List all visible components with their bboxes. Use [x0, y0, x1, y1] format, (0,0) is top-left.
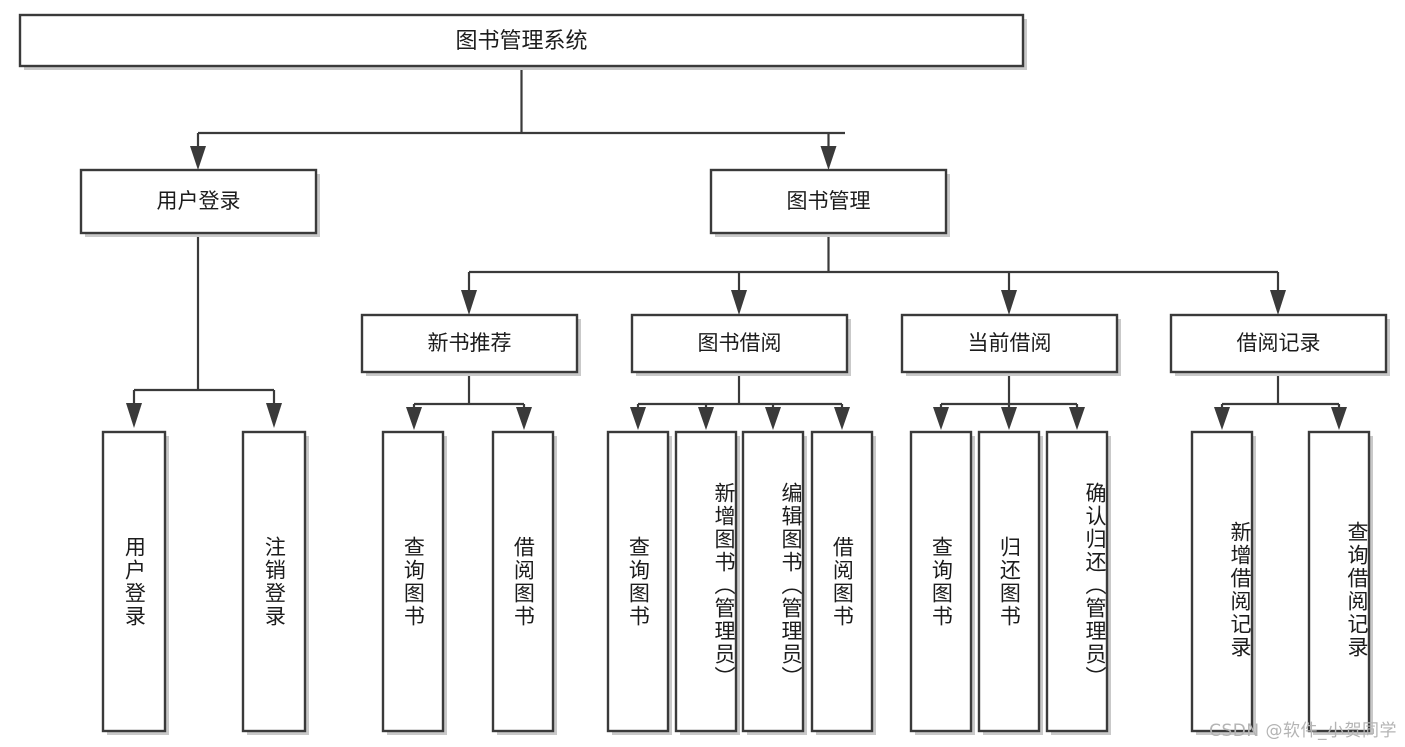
- node-book-manage[interactable]: [709, 168, 948, 235]
- node-leaf-query-book-3[interactable]: [909, 430, 973, 733]
- node-book-borrow[interactable]: [630, 313, 849, 374]
- node-leaf-query-book-1[interactable]: [381, 430, 445, 733]
- arrowhead-leaf-logout-login: [266, 403, 282, 428]
- arrowhead-bookborrow: [731, 290, 747, 315]
- node-leaf-query-book-2[interactable]: [606, 430, 670, 733]
- node-leaf-add-book[interactable]: [674, 430, 738, 733]
- arrowhead-book-manage: [820, 146, 837, 170]
- csdn-watermark: CSDN @软件_小贺同学: [1209, 721, 1397, 741]
- node-leaf-confirm-return[interactable]: [1045, 430, 1109, 733]
- node-current-borrow[interactable]: [900, 313, 1119, 374]
- connector-layer: [126, 70, 1347, 430]
- node-new-book-recommend-label: 新书推荐: [428, 331, 512, 355]
- arrowhead-nb-leaf1: [406, 407, 422, 430]
- arrowhead-cb-leaf3: [1069, 407, 1085, 430]
- arrowhead-bb-leaf4: [834, 407, 850, 430]
- root-node-box[interactable]: [18, 13, 1025, 68]
- arrowhead-br-leaf1: [1214, 407, 1230, 430]
- node-leaf-user-login[interactable]: [101, 430, 167, 733]
- node-current-borrow-label: 当前借阅: [968, 331, 1052, 355]
- node-leaf-query-record[interactable]: [1307, 430, 1371, 733]
- node-leaf-borrow-book-1[interactable]: [491, 430, 555, 733]
- arrowhead-cb-leaf2: [1001, 407, 1017, 430]
- node-leaf-borrow-book-2[interactable]: [810, 430, 874, 733]
- root-node-label: 图书管理系统: [455, 29, 587, 54]
- arrowhead-borrowrecord: [1270, 290, 1286, 315]
- arrowhead-nb-leaf2: [516, 407, 532, 430]
- node-user-login[interactable]: [79, 168, 318, 235]
- node-leaf-edit-book[interactable]: [741, 430, 805, 733]
- node-leaf-add-record[interactable]: [1190, 430, 1254, 733]
- node-user-login-label: 用户登录: [157, 189, 241, 213]
- arrowhead-user-login: [190, 146, 206, 170]
- arrowhead-bb-leaf2: [698, 407, 714, 430]
- node-book-manage-label: 图书管理: [787, 189, 871, 213]
- node-new-book-recommend[interactable]: [360, 313, 579, 374]
- arrowhead-leaf-user-login: [126, 403, 142, 428]
- arrowhead-currentborrow: [1001, 290, 1017, 315]
- arrowhead-cb-leaf1: [933, 407, 949, 430]
- node-layer: 图书管理系统 用户登录 图书管理 新书推荐 图书借阅 当前借阅 借阅记录: [18, 13, 1390, 735]
- node-leaf-return-book[interactable]: [977, 430, 1041, 733]
- node-borrow-record[interactable]: [1169, 313, 1388, 374]
- arrowhead-bb-leaf1: [630, 407, 646, 430]
- node-leaf-logout-login[interactable]: [241, 430, 307, 733]
- node-book-borrow-label: 图书借阅: [698, 331, 782, 355]
- arrowhead-newbook: [461, 290, 477, 315]
- node-borrow-record-label: 借阅记录: [1237, 331, 1321, 355]
- arrowhead-br-leaf2: [1331, 407, 1347, 430]
- arrowhead-bb-leaf3: [765, 407, 781, 430]
